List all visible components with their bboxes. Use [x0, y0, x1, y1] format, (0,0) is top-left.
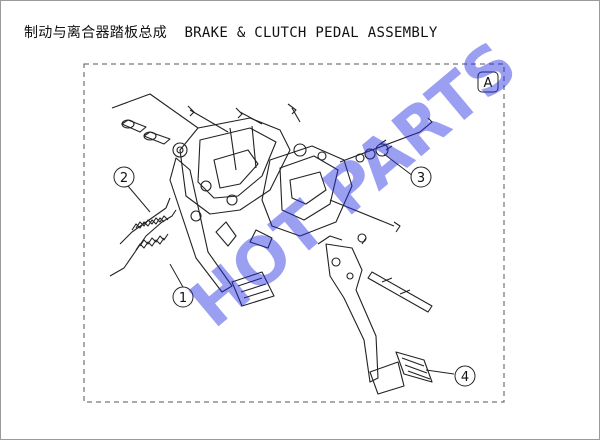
nut-1 [375, 143, 389, 157]
brake-pedal-arm [169, 157, 233, 293]
washer-2 [364, 148, 376, 160]
callout-4: 4 [454, 365, 476, 387]
secondary-bracket [261, 145, 353, 237]
pivot-rod [111, 93, 199, 129]
view-label-text: A [484, 76, 493, 91]
pin [357, 233, 367, 243]
washer-1 [355, 153, 365, 163]
callout-1: 1 [172, 286, 194, 308]
stopper-rod [367, 271, 433, 313]
clutch-pedal-arm [325, 243, 379, 383]
clutch-pedal-pad [395, 351, 433, 383]
long-bolt [329, 199, 401, 233]
callout-3-label: 3 [417, 171, 425, 186]
clip [190, 210, 202, 222]
drawing-border [83, 63, 505, 403]
callout-2: 2 [113, 166, 135, 188]
callout-3: 3 [410, 166, 432, 188]
top-bolt-right [287, 103, 301, 123]
clutch-pedal-pad-lower [369, 361, 405, 395]
watermark-text: HOT PARTS [177, 28, 531, 342]
callout-4-label: 4 [461, 370, 469, 385]
brake-pedal-pad [231, 271, 275, 307]
pivot-nut [172, 142, 188, 158]
assembly-linework [109, 93, 433, 395]
view-label-a: A [477, 71, 499, 93]
top-bolt-left [187, 105, 229, 133]
return-spring-upper [119, 197, 171, 245]
clutch-cable [339, 117, 433, 163]
return-spring-lower [109, 209, 177, 277]
page-title: 制动与离合器踏板总成 BRAKE & CLUTCH PEDAL ASSEMBLY [24, 25, 438, 41]
callout-1-label: 1 [179, 291, 187, 306]
callout-2-label: 2 [120, 171, 128, 186]
switch [249, 229, 273, 249]
